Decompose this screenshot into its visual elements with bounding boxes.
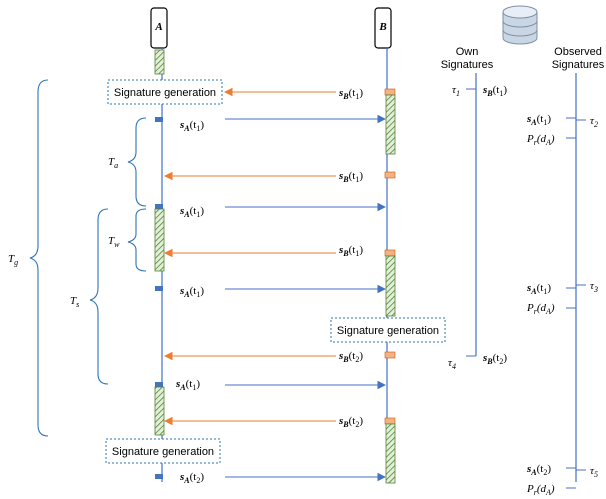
b-send-marker-1 (384, 88, 396, 96)
phone-b-icon: B (374, 7, 392, 49)
msg-label-sa-t1-2: sA(t1) (179, 205, 204, 219)
label-tw: Tw (108, 235, 120, 249)
own-header-line2: Signatures (441, 59, 494, 71)
observed-pr-3: Pr(dA) (526, 483, 555, 497)
b-send-marker-4 (384, 351, 396, 359)
tau-1: τ1 (452, 84, 460, 98)
msg-label-sb-t1-1: sB(t1) (338, 87, 363, 101)
signature-generation-label-1: Signature generation (114, 87, 216, 99)
observed-bracket-2 (566, 287, 576, 309)
msg-label-sa-t1-1: sA(t1) (179, 119, 204, 133)
brace-ta (127, 117, 147, 207)
observed-sa-t1-1: sA(t1) (526, 113, 551, 127)
observed-pr-2: Pr(dA) (526, 302, 555, 316)
observed-sa-t1-2: sA(t1) (526, 282, 551, 296)
msg-label-sb-t2-1: sB(t2) (338, 350, 363, 364)
b-activity-1 (385, 94, 396, 155)
msg-label-sa-t2-1: sA(t2) (179, 471, 204, 485)
brace-tw (127, 208, 147, 272)
tau-4: τ4 (448, 357, 456, 371)
label-ts: Ts (70, 295, 79, 309)
a-send-marker-4 (155, 382, 163, 387)
database-icon (502, 5, 538, 45)
a-activity-1 (154, 49, 165, 75)
own-sig-sb-t1: sB(t1) (482, 84, 507, 98)
msg-label-sb-t2-2: sB(t2) (338, 415, 363, 429)
signature-generation-box-3: Signature generation (105, 438, 221, 464)
tau-2: τ2 (590, 115, 598, 129)
a-activity-3 (154, 386, 165, 436)
a-send-marker-2 (155, 204, 163, 209)
msg-label-sb-t1-3: sB(t1) (338, 244, 363, 258)
b-send-marker-3 (384, 249, 396, 257)
a-send-marker-3 (155, 286, 163, 291)
signature-generation-label-2: Signature generation (337, 325, 439, 337)
device-b-label: B (378, 21, 386, 33)
observed-sa-t2: sA(t2) (526, 463, 551, 477)
brace-tg (29, 79, 49, 437)
msg-label-sb-t1-2: sB(t1) (338, 170, 363, 184)
a-send-marker-5 (155, 474, 163, 479)
brace-ts (89, 208, 109, 385)
own-sig-sb-t2: sB(t2) (482, 352, 507, 366)
signature-generation-label-3: Signature generation (112, 446, 214, 458)
label-ta: Ta (108, 156, 118, 170)
b-activity-3 (385, 423, 396, 484)
own-header-line1: Own (456, 46, 479, 58)
device-a-label: A (154, 21, 162, 33)
tau-3: τ3 (590, 280, 598, 294)
b-activity-2 (385, 255, 396, 317)
signature-generation-box-1: Signature generation (107, 79, 223, 105)
signature-generation-box-2: Signature generation (330, 317, 446, 343)
a-send-marker-1 (155, 117, 163, 122)
observed-bracket-1 (566, 117, 576, 139)
label-tg: Tg (8, 253, 18, 267)
b-send-marker-5 (384, 417, 396, 425)
a-activity-2 (154, 208, 165, 272)
observed-pr-1: Pr(dA) (526, 133, 555, 147)
observed-bracket-3 (566, 467, 576, 489)
phone-a-icon: A (150, 7, 168, 49)
msg-label-sa-t1-3: sA(t1) (179, 285, 204, 299)
b-send-marker-2 (384, 171, 396, 179)
observed-header-line1: Observed (554, 46, 602, 58)
msg-label-sa-t1-4: sA(t1) (175, 378, 200, 392)
observed-header-line2: Signatures (552, 59, 605, 71)
tau-5: τ5 (590, 465, 598, 479)
